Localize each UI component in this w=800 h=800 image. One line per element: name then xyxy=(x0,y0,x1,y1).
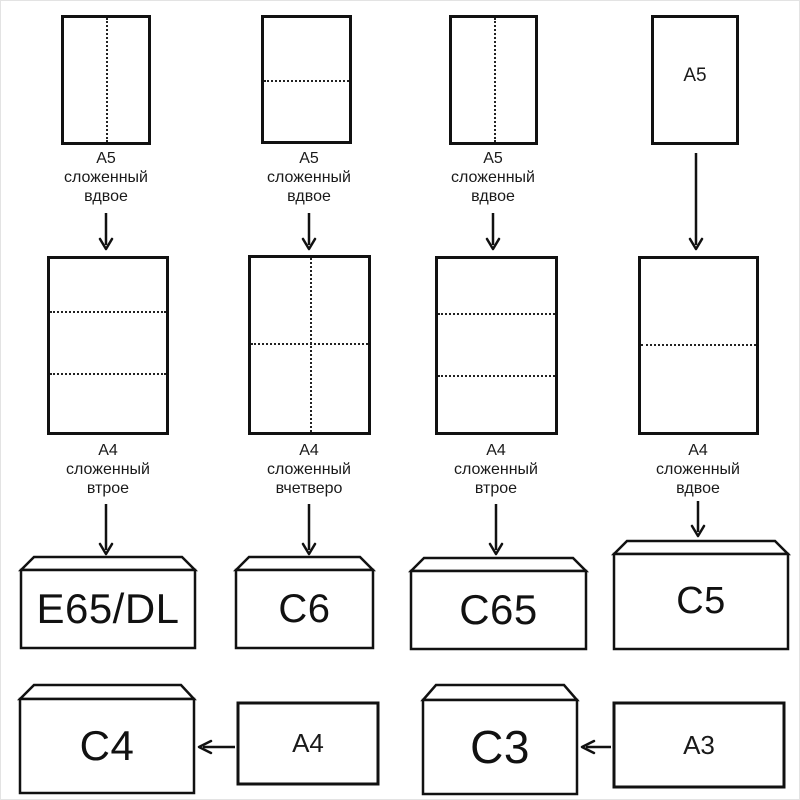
sheet-a5-inner-label: A5 xyxy=(683,65,707,86)
sheet-label-col1-mid: А4 сложенный втрое xyxy=(66,442,150,497)
arrow-a3-to-c3 xyxy=(580,739,611,755)
sheet-a5-col3 xyxy=(449,15,538,145)
sheet-label-col2-top: А5 сложенный вдвое xyxy=(267,150,351,205)
sheet-a4-col3 xyxy=(435,256,558,435)
envelope-c4-highlighted xyxy=(16,683,197,795)
arrow-down-col2-mid xyxy=(301,504,317,556)
sheet-a5-col4 xyxy=(651,15,739,145)
sheet-label-col3-mid: А4 сложенный втрое xyxy=(454,442,538,497)
sheet-label-col3-top: А5 сложенный вдвое xyxy=(451,150,535,205)
arrow-down-col4-mid xyxy=(690,501,706,538)
envelope-e65dl xyxy=(17,555,199,650)
sheet-a5-col2 xyxy=(261,15,352,144)
envelope-c3 xyxy=(420,683,580,796)
arrow-a4-to-c4 xyxy=(197,739,235,755)
envelope-label-c6: C6 xyxy=(278,586,331,631)
sheet-label-col1-top: А5 сложенный вдвое xyxy=(64,150,148,205)
sheet-label-col4-mid: А4 сложенный вдвое xyxy=(656,442,740,497)
sheet-a5-col1 xyxy=(61,15,151,145)
envelope-label-c3: C3 xyxy=(470,721,530,773)
arrow-down-col2-top xyxy=(301,213,317,251)
arrow-down-col3-mid xyxy=(488,504,504,556)
arrow-down-col1-mid xyxy=(98,504,114,556)
fold-line-horizontal-icon xyxy=(438,374,555,377)
envelope-c5 xyxy=(610,539,792,651)
envelope-c6 xyxy=(232,555,377,650)
envelope-label-e65dl: E65/DL xyxy=(36,585,180,632)
sheet-a4-col4 xyxy=(638,256,759,435)
fold-line-vertical-icon xyxy=(106,18,108,142)
envelope-c65 xyxy=(407,556,590,651)
fold-line-horizontal-icon xyxy=(50,373,166,376)
source-sheet-a4 xyxy=(236,701,380,786)
sheet-a4-col1 xyxy=(47,256,169,435)
arrow-down-col4-top xyxy=(688,153,704,251)
source-sheet-a3 xyxy=(612,701,786,789)
fold-line-vertical-icon xyxy=(493,18,496,142)
envelope-label-c5: C5 xyxy=(676,580,726,622)
fold-line-horizontal-icon xyxy=(50,310,166,313)
source-label-a3: A3 xyxy=(683,729,715,760)
sheet-label-col2-mid: А4 сложенный вчетверо xyxy=(267,442,351,497)
source-label-a4: A4 xyxy=(292,728,324,758)
sheet-a4-col2 xyxy=(248,255,371,435)
envelope-label-c65: C65 xyxy=(459,586,538,633)
fold-line-horizontal-icon xyxy=(438,312,555,315)
fold-line-horizontal-icon xyxy=(251,343,368,346)
arrow-down-col1-top xyxy=(98,213,114,251)
fold-line-horizontal-icon xyxy=(641,343,756,346)
fold-line-horizontal-icon xyxy=(264,79,349,82)
arrow-down-col3-top xyxy=(485,213,501,251)
envelope-label-c4: C4 xyxy=(79,722,135,769)
